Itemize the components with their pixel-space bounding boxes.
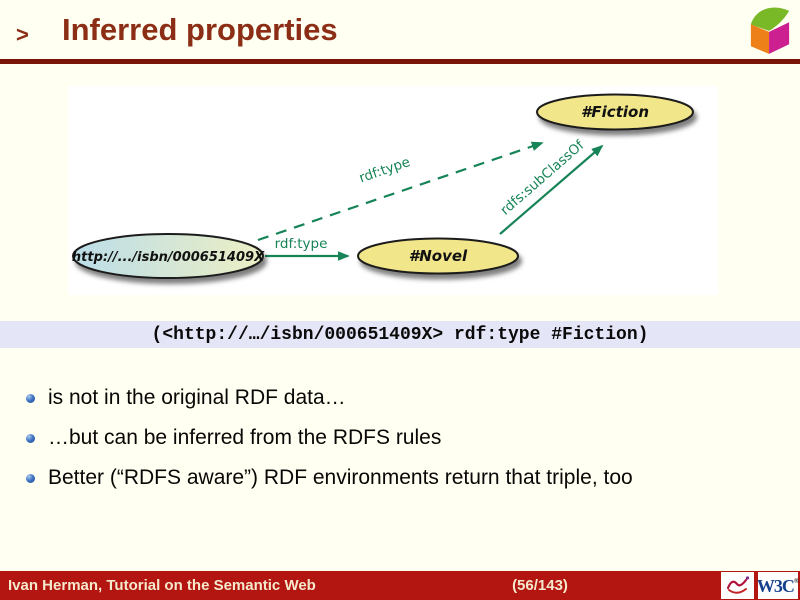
list-item: is not in the original RDF data… <box>26 386 786 409</box>
herman-calligraphy-logo[interactable] <box>721 572 754 599</box>
title-rule <box>0 59 800 64</box>
footer-author: Ivan Herman, Tutorial on the Semantic We… <box>8 577 316 594</box>
node-class-fiction: #Fiction <box>536 93 694 131</box>
rdf-graph-diagram: rdf:type rdfs:subClassOf rdf:type http:/… <box>68 86 718 295</box>
inferred-triple-bar: (<http://…/isbn/000651409X> rdf:type #Fi… <box>0 321 800 348</box>
slide-header: > Inferred properties <box>0 0 800 64</box>
footer-page-number: (56/143) <box>512 577 568 594</box>
list-item: Better (“RDFS aware”) RDF environments r… <box>26 466 786 489</box>
edge-rdf-type-inferred-dashed <box>257 141 544 242</box>
node-label-novel: #Novel <box>409 247 468 265</box>
footer-logos: W3C® <box>721 572 800 599</box>
node-class-novel: #Novel <box>357 237 519 275</box>
w3c-logo[interactable]: W3C® <box>756 572 800 599</box>
bullet-text: is not in the original RDF data… <box>48 386 346 409</box>
page-title: Inferred properties <box>62 12 338 47</box>
bullet-sphere-icon <box>26 434 35 444</box>
edge-rdfs-subclassof <box>499 144 604 235</box>
edge-label-rdf-type: rdf:type <box>275 236 328 252</box>
footer-bar: Ivan Herman, Tutorial on the Semantic We… <box>0 571 800 600</box>
edge-label-rdf-type-inferred: rdf:type <box>357 154 412 186</box>
semantic-web-cube-icon <box>750 7 790 54</box>
w3c-logo-text: W3C® <box>756 575 800 596</box>
title-marker: > <box>16 22 29 47</box>
calligraphy-icon <box>726 576 750 594</box>
bullet-text: Better (“RDFS aware”) RDF environments r… <box>48 466 633 490</box>
bullet-text: …but can be inferred from the RDFS rules <box>48 426 442 450</box>
bullet-sphere-icon <box>26 394 35 403</box>
registered-mark: ® <box>793 576 800 585</box>
edge-label-rdfs-subclassof: rdfs:subClassOf <box>497 137 588 219</box>
bullet-sphere-icon <box>26 474 35 484</box>
node-resource-isbn: http://.../isbn/000651409X <box>72 233 265 279</box>
bullet-list: is not in the original RDF data… …but ca… <box>26 386 786 506</box>
list-item: …but can be inferred from the RDFS rules <box>26 426 786 449</box>
node-label-fiction: #Fiction <box>581 103 649 121</box>
inferred-triple-text: (<http://…/isbn/000651409X> rdf:type #Fi… <box>151 324 649 345</box>
node-label-isbn: http://.../isbn/000651409X <box>72 250 265 265</box>
